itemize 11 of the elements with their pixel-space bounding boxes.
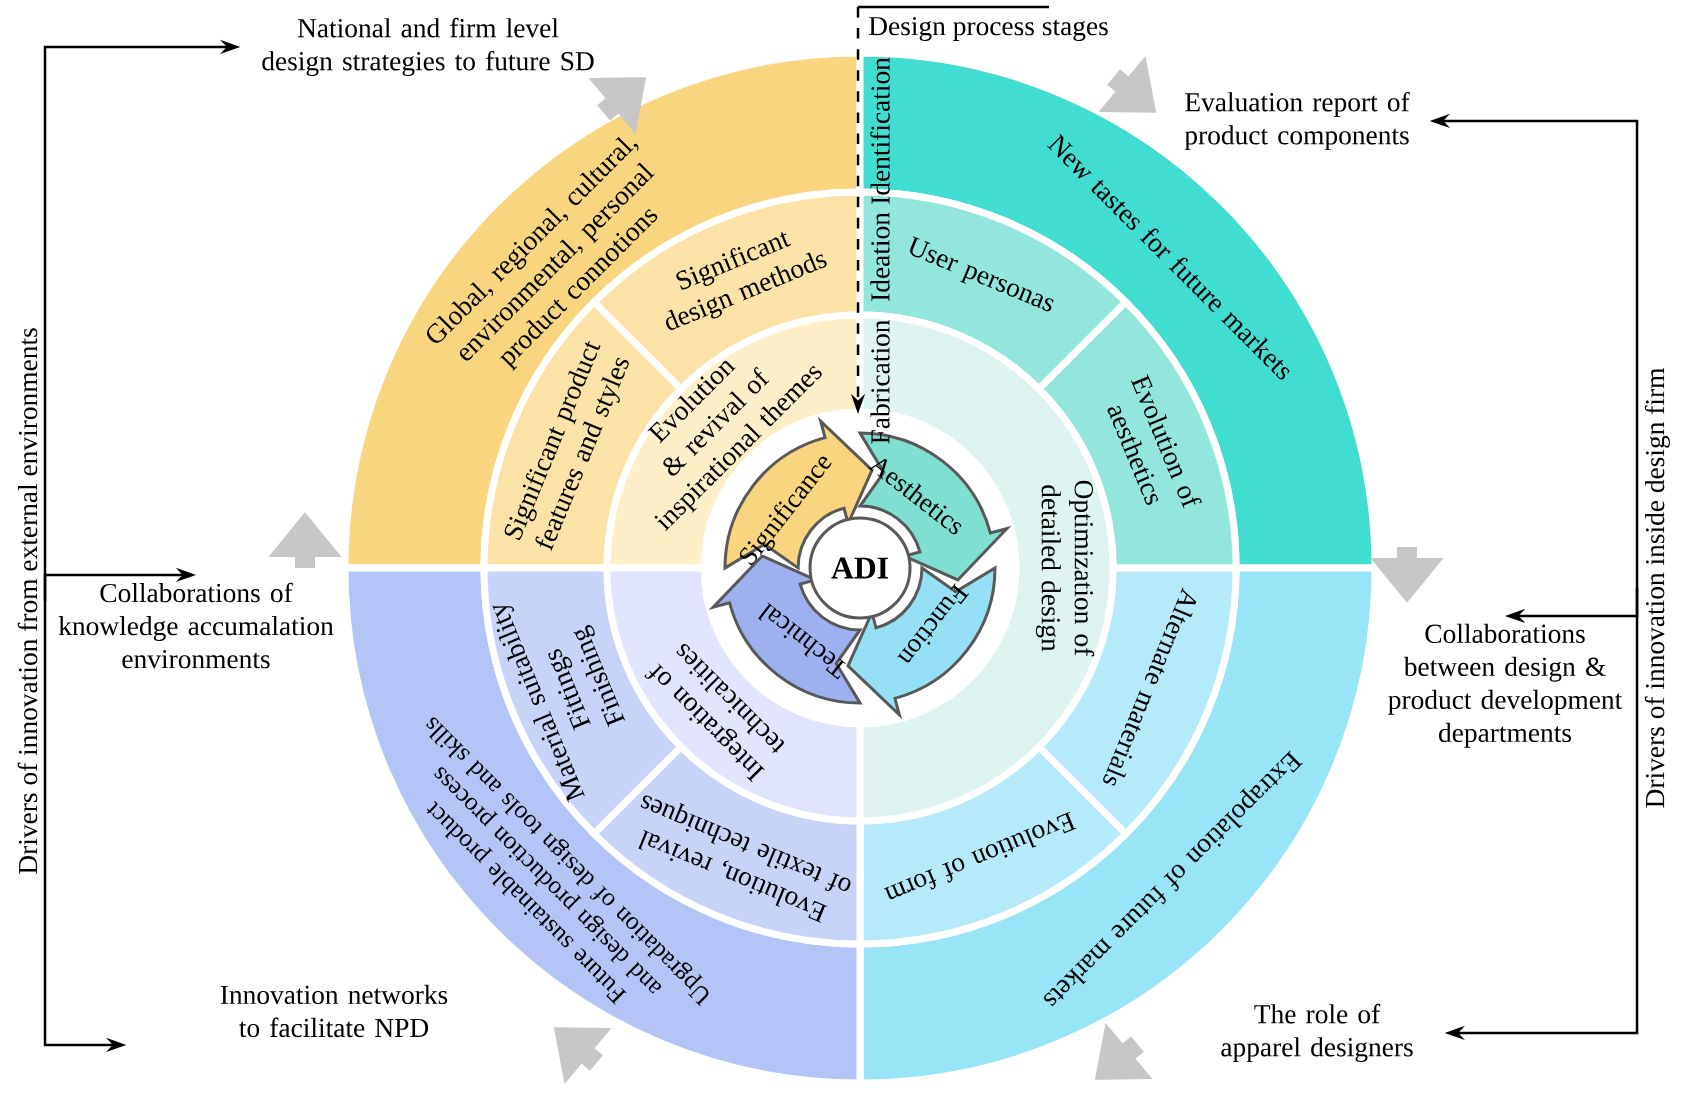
callout-text: Innovation networks to facilitate NPD xyxy=(220,984,448,1038)
callout-text: Collaborations between design & product development departments xyxy=(1388,623,1623,748)
callout-text: Collaborations of knowledge accumalation environments xyxy=(58,582,334,669)
callout-text: National and firm level design strategies to future SD xyxy=(262,17,594,77)
stage-label: Identification xyxy=(870,57,890,204)
stage-label: Ideation xyxy=(870,212,890,301)
side-label: Drivers of innovation inside design firm xyxy=(1644,367,1670,808)
side-label: Drivers of innovation from external environments xyxy=(17,328,38,874)
stage-heading: Design process stages xyxy=(869,16,1108,41)
callout-text: The role of apparel designers xyxy=(1221,1003,1413,1063)
callout-text: Evaluation report of product components xyxy=(1184,91,1410,151)
